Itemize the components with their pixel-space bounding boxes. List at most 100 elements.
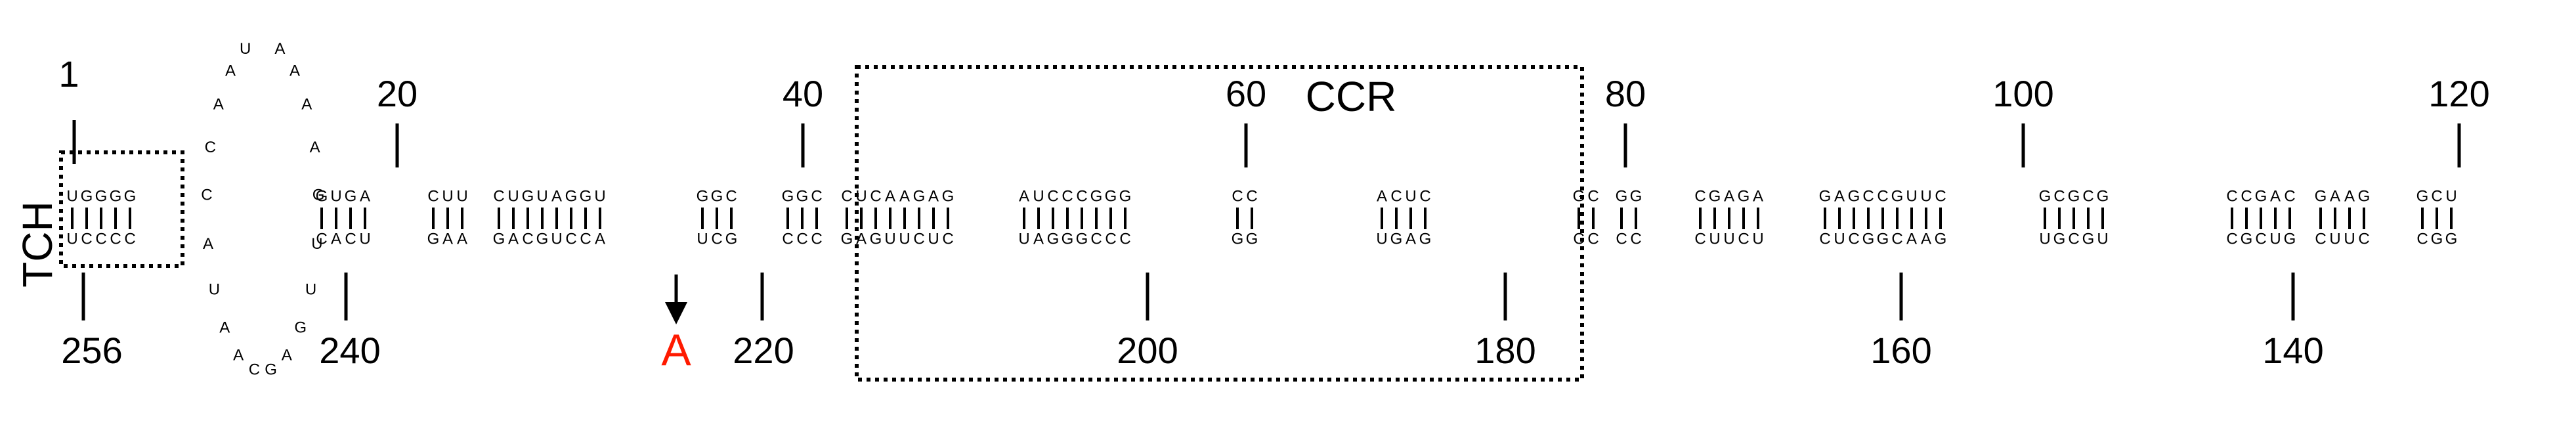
nucleotide: G [493, 230, 505, 248]
nucleotide: G [2315, 187, 2327, 205]
position-number: 20 [377, 73, 418, 114]
nucleotide: G [796, 187, 809, 205]
nucleotide: C [1232, 187, 1243, 205]
nucleotide: G [2431, 230, 2443, 248]
position-number: 120 [2428, 73, 2489, 114]
loop-nucleotide: A [225, 62, 236, 79]
position-number: 80 [1605, 73, 1646, 114]
nucleotide: G [697, 187, 709, 205]
nucleotide: C [1047, 187, 1058, 205]
nucleotide: C [2255, 230, 2266, 248]
nucleotide: U [456, 187, 467, 205]
nucleotide: C [811, 187, 822, 205]
nucleotide: U [1906, 187, 1917, 205]
nucleotide: A [508, 230, 519, 248]
nucleotide: U [1033, 187, 1044, 205]
nucleotide: A [360, 187, 370, 205]
nucleotide: G [1390, 230, 1403, 248]
nucleotide: G [565, 187, 578, 205]
nucleotide: G [2039, 187, 2051, 205]
nucleotide: G [1630, 187, 1642, 205]
loop-nucleotide: U [240, 40, 251, 58]
nucleotide: C [1076, 187, 1087, 205]
nucleotide: G [1877, 230, 1889, 248]
nucleotide: G [2097, 187, 2109, 205]
position-number: 256 [61, 330, 122, 371]
nucleotide: C [81, 230, 92, 248]
nucleotide: C [841, 187, 852, 205]
nucleotide: C [1616, 230, 1627, 248]
nucleotide: U [2344, 230, 2355, 248]
nucleotide: C [1738, 230, 1749, 248]
mutation-arrow-head [665, 302, 687, 324]
nucleotide: G [782, 187, 794, 205]
nucleotide: C [1587, 230, 1599, 248]
nucleotide: C [2416, 230, 2428, 248]
nucleotide: C [796, 230, 807, 248]
nucleotide: C [1587, 187, 1599, 205]
nucleotide: G [942, 187, 955, 205]
nucleotide: A [899, 187, 910, 205]
nucleotide: G [522, 187, 534, 205]
nucleotide: U [2329, 230, 2340, 248]
nucleotide: G [1935, 230, 1947, 248]
position-number: 1 [58, 53, 79, 95]
nucleotide: U [1405, 187, 1416, 205]
nucleotide: C [124, 230, 135, 248]
nucleotide: U [330, 187, 341, 205]
nucleotide: U [1376, 230, 1387, 248]
nucleotide: G [2255, 187, 2267, 205]
position-number: 220 [733, 330, 794, 371]
nucleotide: C [2053, 187, 2065, 205]
nucleotide: U [1723, 230, 1734, 248]
loop-nucleotide: C [201, 187, 212, 204]
nucleotide: U [1752, 230, 1763, 248]
nucleotide: C [1090, 230, 1102, 248]
nucleotide: C [565, 230, 576, 248]
nucleotide: C [580, 230, 591, 248]
nucleotide: C [345, 230, 356, 248]
nucleotide: C [1246, 187, 1257, 205]
ccr-region-box [855, 65, 1584, 382]
nucleotide: A [856, 230, 867, 248]
nucleotide: C [870, 187, 881, 205]
nucleotide: U [884, 230, 895, 248]
position-number: 200 [1117, 330, 1178, 371]
nucleotide: A [442, 230, 453, 248]
nucleotide: U [2269, 230, 2281, 248]
nucleotide: A [2270, 187, 2281, 205]
nucleotide: U [1920, 187, 1931, 205]
nucleotide: U [1834, 230, 1845, 248]
position-number: 180 [1474, 330, 1535, 371]
nucleotide: C [711, 230, 722, 248]
nucleotide: A [551, 187, 562, 205]
nucleotide: A [1753, 187, 1763, 205]
nucleotide: U [536, 187, 547, 205]
nucleotide: G [1738, 187, 1750, 205]
nucleotide: G [1419, 230, 1432, 248]
position-number: 40 [783, 73, 823, 114]
loop-nucleotide: C [205, 139, 216, 156]
nucleotide: C [1862, 187, 1874, 205]
position-number: 140 [2262, 330, 2323, 371]
nucleotide: G [725, 230, 738, 248]
loop-nucleotide: C [249, 361, 260, 378]
nucleotide: U [442, 187, 453, 205]
nucleotide: G [345, 187, 357, 205]
nucleotide: C [1062, 187, 1073, 205]
nucleotide: G [2284, 230, 2296, 248]
nucleotide: U [359, 230, 370, 248]
nucleotide: A [1019, 187, 1029, 205]
nucleotide: C [427, 187, 439, 205]
nucleotide: A [928, 187, 939, 205]
nucleotide: C [725, 187, 737, 205]
position-number: 100 [1992, 73, 2053, 114]
nucleotide: C [2284, 187, 2295, 205]
nucleotide: C [1694, 230, 1706, 248]
nucleotide: C [2431, 187, 2442, 205]
nucleotide: G [1062, 230, 1074, 248]
nucleotide: G [1246, 230, 1258, 248]
nucleotide: A [595, 230, 605, 248]
nucleotide: G [2416, 187, 2429, 205]
